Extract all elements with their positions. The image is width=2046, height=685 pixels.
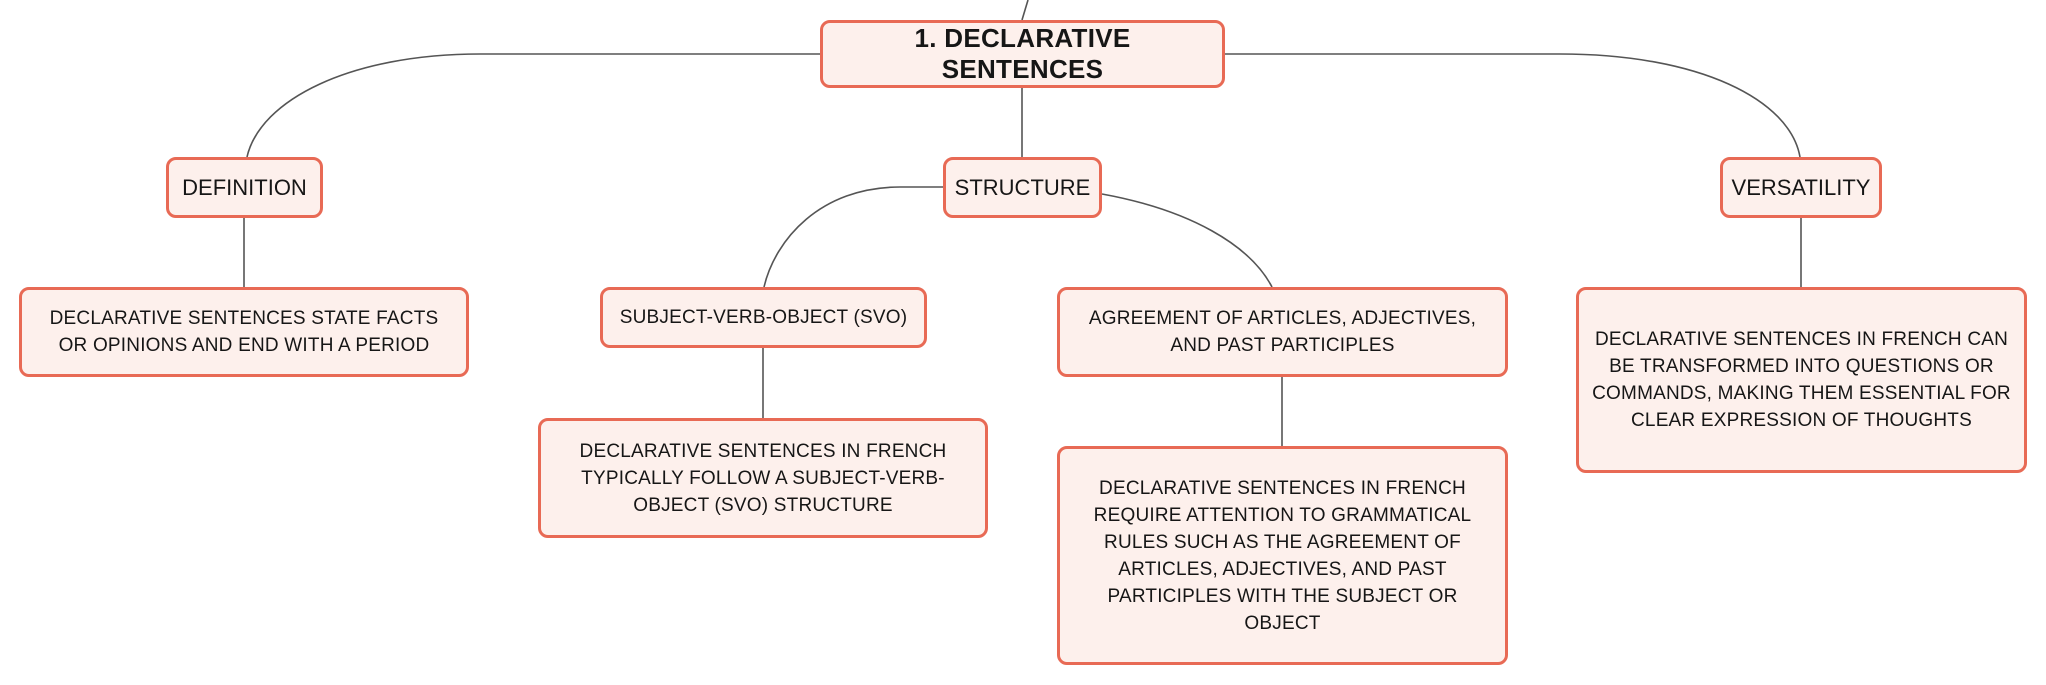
- structure-svo-label: SUBJECT-VERB-OBJECT (SVO): [619, 307, 908, 328]
- connector-structure-to-agreement: [1101, 193, 1273, 288]
- connector-parent-to-root: [1021, 0, 1029, 21]
- connector-structure-to-svo: [763, 186, 943, 288]
- branch-versatility-label: VERSATILITY: [1731, 174, 1871, 200]
- versatility-detail[interactable]: DECLARATIVE SENTENCES IN FRENCH CAN BE T…: [1576, 287, 2027, 473]
- svo-detail[interactable]: DECLARATIVE SENTENCES IN FRENCH TYPICALL…: [538, 418, 988, 538]
- branch-definition[interactable]: DEFINITION: [166, 157, 323, 218]
- definition-detail-text: DECLARATIVE SENTENCES STATE FACTS OR OPI…: [49, 308, 439, 356]
- branch-definition-label: DEFINITION: [182, 174, 307, 200]
- structure-svo[interactable]: SUBJECT-VERB-OBJECT (SVO): [600, 287, 927, 348]
- root-topic[interactable]: 1. DECLARATIVE SENTENCES: [820, 20, 1225, 88]
- branch-structure-label: STRUCTURE: [954, 174, 1091, 200]
- connector-root-to-definition: [246, 53, 820, 158]
- versatility-detail-text: DECLARATIVE SENTENCES IN FRENCH CAN BE T…: [1592, 329, 2011, 431]
- root-topic-label: 1. DECLARATIVE SENTENCES: [914, 23, 1131, 84]
- definition-detail[interactable]: DECLARATIVE SENTENCES STATE FACTS OR OPI…: [19, 287, 469, 377]
- structure-agreement-label: AGREEMENT OF ARTICLES, ADJECTIVES, AND P…: [1088, 308, 1477, 356]
- agreement-detail-text: DECLARATIVE SENTENCES IN FRENCH REQUIRE …: [1093, 477, 1472, 634]
- structure-agreement[interactable]: AGREEMENT OF ARTICLES, ADJECTIVES, AND P…: [1057, 287, 1508, 377]
- svo-detail-text: DECLARATIVE SENTENCES IN FRENCH TYPICALL…: [579, 440, 947, 516]
- agreement-detail[interactable]: DECLARATIVE SENTENCES IN FRENCH REQUIRE …: [1057, 446, 1508, 665]
- branch-versatility[interactable]: VERSATILITY: [1720, 157, 1882, 218]
- branch-structure[interactable]: STRUCTURE: [943, 157, 1102, 218]
- connector-root-to-versatility: [1225, 53, 1801, 158]
